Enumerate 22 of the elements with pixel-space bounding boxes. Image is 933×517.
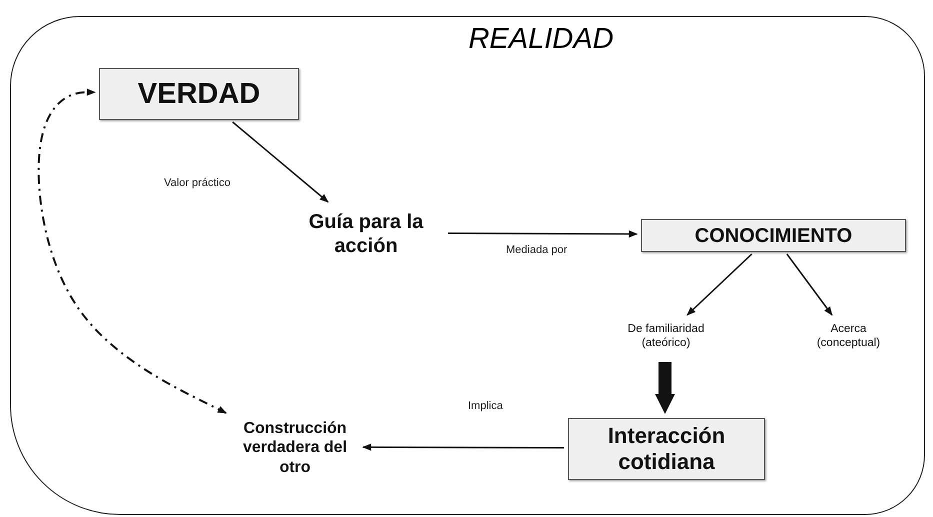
box-label: Interacción cotidiana bbox=[606, 422, 726, 476]
dash-dot-arrow bbox=[38, 88, 227, 414]
concept-label: Construcción verdadera del otro bbox=[242, 419, 348, 477]
concept-label: Acerca (conceptual) bbox=[816, 323, 882, 351]
box-label: CONOCIMIENTO bbox=[694, 224, 852, 248]
concept-box bbox=[568, 418, 765, 480]
frame-heading: REALIDAD bbox=[467, 23, 615, 56]
concept-label: De familiaridad (ateórico) bbox=[626, 323, 706, 351]
arrow bbox=[686, 253, 752, 316]
edge-label: Implica bbox=[466, 400, 505, 412]
edge-label: Valor práctico bbox=[162, 177, 232, 189]
arrow bbox=[448, 230, 638, 238]
arrow bbox=[362, 444, 564, 451]
box-label: VERDAD bbox=[138, 76, 260, 112]
concept-box bbox=[641, 219, 906, 252]
arrow bbox=[232, 121, 329, 203]
concept-label: Guía para la acción bbox=[308, 210, 424, 258]
block-arrow bbox=[655, 362, 675, 414]
edge-label: Mediada por bbox=[504, 244, 570, 256]
concept-box bbox=[99, 68, 299, 120]
arrow bbox=[786, 254, 833, 316]
rounded-frame bbox=[10, 16, 925, 515]
